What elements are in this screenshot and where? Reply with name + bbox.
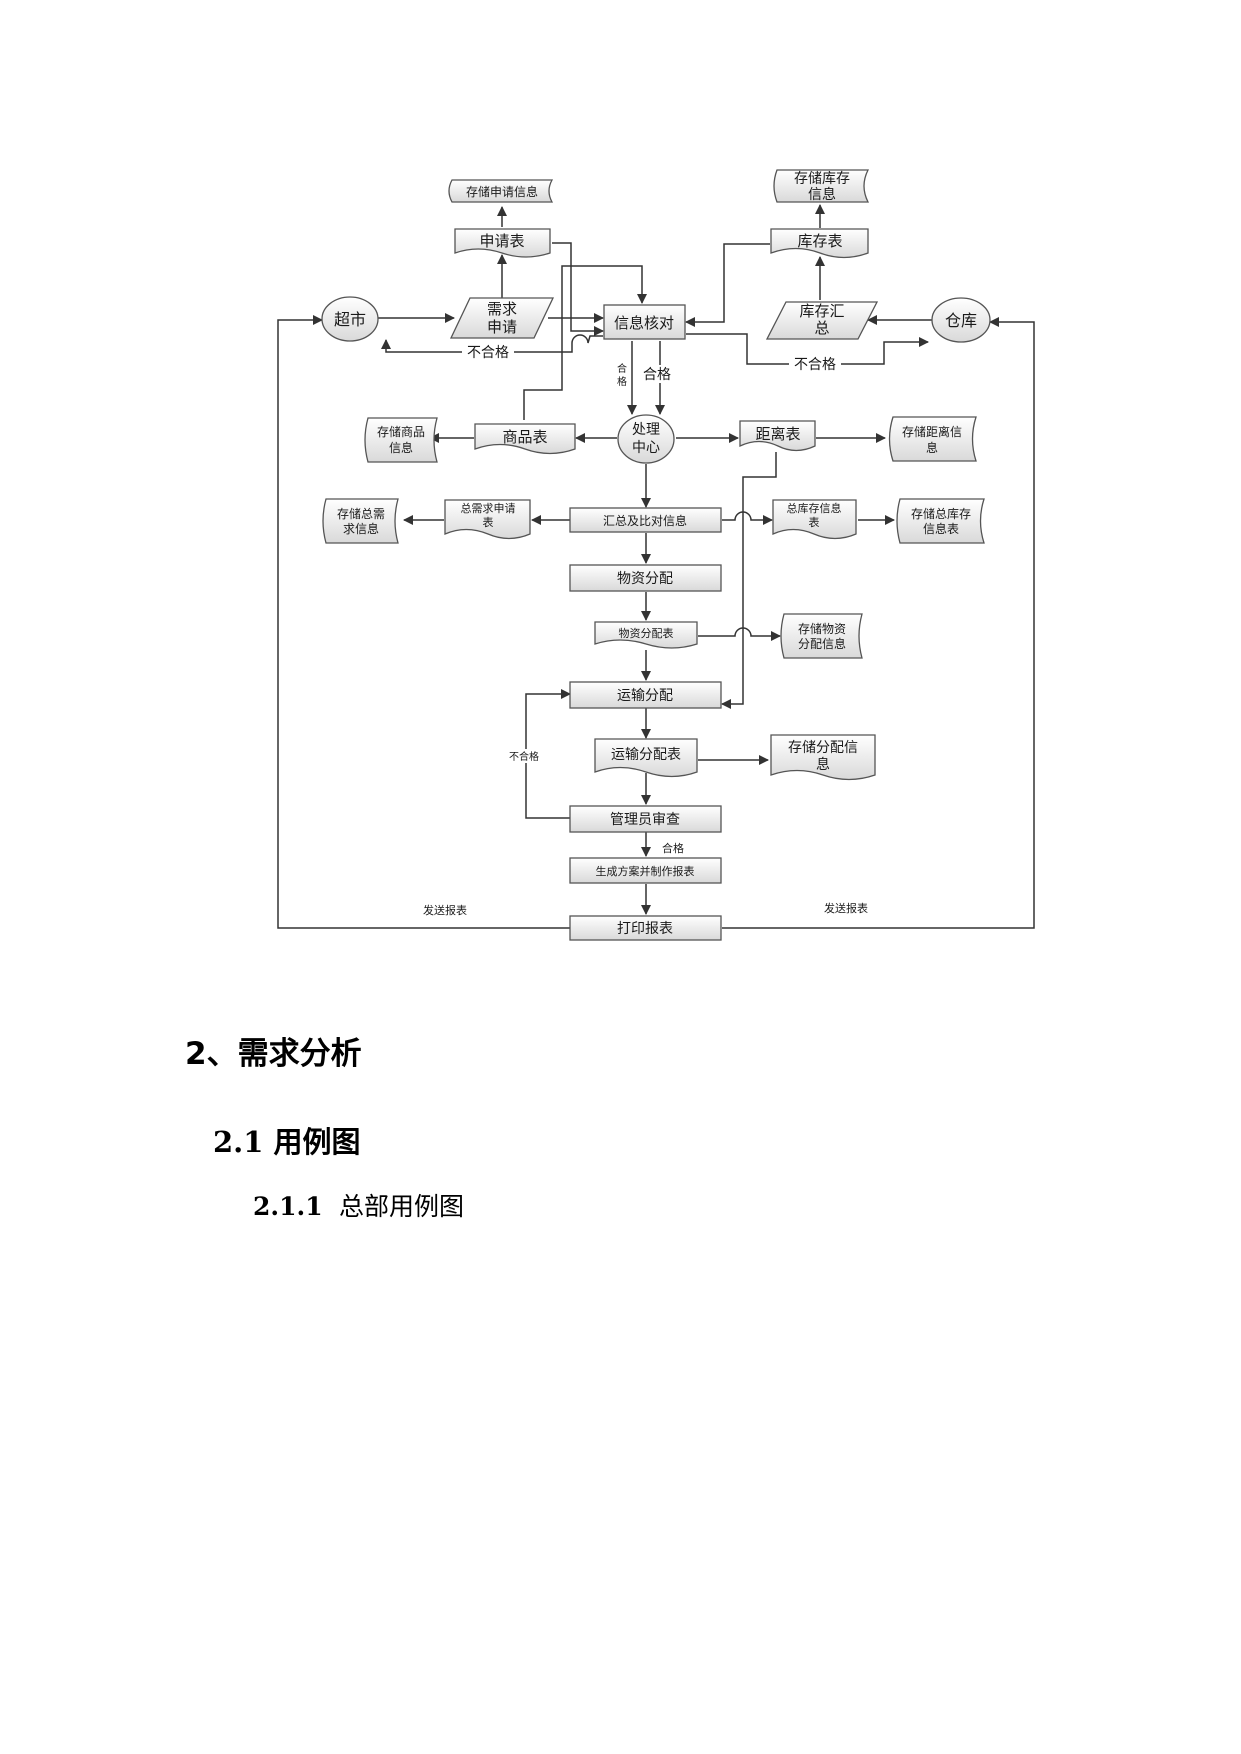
- store-distance-info-node: 存储距离信 息: [888, 416, 977, 462]
- svg-text:信息核对: 信息核对: [614, 314, 674, 332]
- svg-text:超市: 超市: [334, 310, 366, 329]
- total-demand-table-node: 总需求申请 表: [444, 499, 531, 540]
- svg-text:信息: 信息: [389, 440, 413, 455]
- store-total-demand-info-node: 存储总需 求信息: [322, 498, 399, 544]
- inventory-summary-node: 库存汇 总: [765, 301, 879, 340]
- material-allocation-table-node: 物资分配表: [594, 621, 698, 649]
- process-center-node: 处理 中心: [617, 414, 675, 464]
- svg-text:表: 表: [809, 515, 820, 529]
- svg-text:求信息: 求信息: [343, 521, 379, 536]
- svg-text:存储总需: 存储总需: [337, 506, 385, 521]
- edge-label-pass-big: 合格: [643, 367, 671, 383]
- svg-text:需求: 需求: [487, 300, 517, 318]
- svg-text:息: 息: [816, 756, 830, 773]
- svg-text:表: 表: [483, 515, 494, 529]
- svg-text:存储距离信: 存储距离信: [902, 424, 962, 439]
- svg-text:距离表: 距离表: [755, 425, 800, 443]
- svg-text:存储物资: 存储物资: [798, 621, 846, 636]
- svg-text:汇总及比对信息: 汇总及比对信息: [603, 513, 687, 528]
- edge-label-pass-review: 合格: [662, 841, 684, 855]
- svg-text:存储商品: 存储商品: [377, 424, 425, 439]
- store-material-allocation-info-node: 存储物资 分配信息: [780, 613, 863, 659]
- material-allocation-node: 物资分配: [569, 564, 722, 592]
- svg-text:申请表: 申请表: [479, 232, 524, 250]
- svg-text:存储申请信息: 存储申请信息: [466, 184, 538, 199]
- section-heading-requirements-analysis: 2、需求分析: [185, 1036, 362, 1072]
- svg-text:处理: 处理: [632, 422, 660, 438]
- svg-text:仓库: 仓库: [945, 311, 977, 330]
- edge-label-fail-right: 不合格: [794, 357, 836, 373]
- edge-labels: 不合格 不合格 合 格 合格 不合格 合格 发送报表 发送报表: [423, 343, 868, 917]
- svg-text:存储库存: 存储库存: [794, 171, 850, 187]
- svg-text:商品表: 商品表: [502, 428, 547, 446]
- edge-label-pass-small-2: 格: [617, 375, 627, 388]
- store-inventory-info-node: 存储库存 信息: [773, 169, 870, 203]
- svg-text:生成方案并制作报表: 生成方案并制作报表: [596, 864, 695, 878]
- transport-allocation-table-node: 运输分配表: [594, 738, 698, 778]
- svg-text:库存汇: 库存汇: [799, 302, 844, 320]
- section-number: 2.1.1: [253, 1192, 323, 1221]
- store-total-inventory-info-node: 存储总库存 信息表: [896, 498, 985, 544]
- info-check-node: 信息核对: [603, 304, 686, 340]
- store-allocation-info-node: 存储分配信 息: [770, 734, 876, 781]
- transport-allocation-node: 运输分配: [569, 681, 722, 709]
- apply-table-node: 申请表: [454, 228, 551, 258]
- svg-text:申请: 申请: [487, 318, 517, 336]
- svg-text:信息: 信息: [808, 186, 836, 203]
- edge-label-send-left: 发送报表: [423, 903, 467, 917]
- edge-label-send-right: 发送报表: [824, 901, 868, 915]
- generate-plan-node: 生成方案并制作报表: [569, 857, 722, 884]
- svg-text:总库存信息: 总库存信息: [787, 501, 842, 515]
- edge-label-pass-small-1: 合: [617, 362, 627, 375]
- inventory-table-node: 库存表: [770, 228, 869, 259]
- svg-text:物资分配表: 物资分配表: [619, 626, 674, 640]
- svg-text:运输分配表: 运输分配表: [611, 747, 681, 763]
- section-heading-use-case-diagram: 2.1 用例图: [213, 1125, 361, 1159]
- svg-text:总: 总: [814, 319, 829, 337]
- svg-text:存储分配信: 存储分配信: [788, 740, 858, 756]
- svg-text:中心: 中心: [632, 440, 660, 456]
- svg-text:库存表: 库存表: [797, 232, 842, 250]
- goods-table-node: 商品表: [474, 423, 576, 455]
- svg-text:分配信息: 分配信息: [798, 636, 846, 651]
- print-report-node: 打印报表: [569, 915, 722, 941]
- svg-text:信息表: 信息表: [923, 521, 959, 536]
- svg-text:存储总库存: 存储总库存: [911, 506, 971, 521]
- edge-label-fail-left: 不合格: [467, 345, 509, 361]
- svg-text:管理员审查: 管理员审查: [610, 812, 680, 828]
- supermarket-node: 超市: [321, 296, 379, 342]
- svg-text:打印报表: 打印报表: [617, 920, 673, 937]
- svg-text:物资分配: 物资分配: [617, 571, 673, 587]
- svg-text:运输分配: 运输分配: [617, 688, 673, 704]
- demand-apply-node: 需求 申请: [449, 297, 555, 339]
- svg-text:总需求申请: 总需求申请: [461, 501, 516, 515]
- warehouse-node: 仓库: [931, 297, 991, 343]
- admin-review-node: 管理员审查: [569, 805, 722, 833]
- flowchart-diagram: 超市 存储申请信息 申请表 需求 申请 信息核对 存储库存 信息: [277, 169, 1035, 941]
- store-apply-info-node: 存储申请信息: [448, 179, 554, 203]
- svg-text:息: 息: [926, 440, 938, 455]
- store-goods-info-node: 存储商品 信息: [364, 417, 438, 463]
- summary-compare-node: 汇总及比对信息: [569, 507, 722, 533]
- distance-table-node: 距离表: [739, 420, 816, 452]
- section-title: 总部用例图: [339, 1192, 465, 1221]
- edge-label-fail-review: 不合格: [509, 750, 539, 763]
- total-inventory-table-node: 总库存信息 表: [772, 499, 857, 540]
- section-heading-headquarters-use-case: 2.1.1 总部用例图: [253, 1187, 464, 1223]
